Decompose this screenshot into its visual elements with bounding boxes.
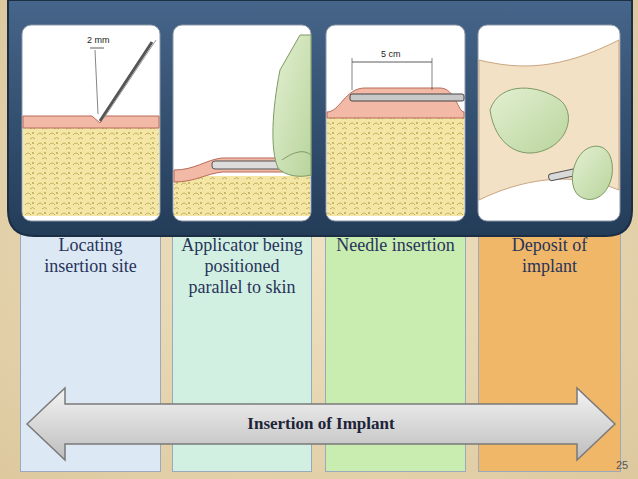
page-number: 25 — [616, 459, 628, 471]
panel-locating-site-part — [95, 50, 98, 114]
step-label: Needle insertion — [326, 235, 465, 256]
panel-deposit-implant-part — [572, 146, 612, 199]
panel-needle-insertion-part — [350, 94, 464, 101]
step-label: Locating insertion site — [21, 235, 160, 277]
panel-applicator-part — [282, 152, 311, 160]
panel-locating-site-part — [23, 116, 159, 128]
panel-applicator-part — [212, 161, 284, 169]
panel-applicator-part — [174, 176, 310, 216]
panel-locating-site-part — [104, 40, 156, 118]
panel-needle-insertion-part — [327, 112, 464, 216]
panel-deposit-implant-part — [479, 40, 619, 200]
step-label: Deposit of implant — [479, 235, 620, 277]
dimension-label: 2 mm — [87, 35, 110, 45]
double-arrow-band: Insertion of Implant — [25, 386, 617, 462]
panel-deposit-implant — [478, 25, 620, 221]
panel-applicator — [173, 25, 311, 221]
panel-locating-site-part — [90, 48, 104, 49]
panel-deposit-implant-part — [490, 88, 568, 153]
panel-needle-insertion — [326, 25, 465, 221]
panel-needle-insertion-part — [326, 25, 465, 221]
panel-locating-site-part — [23, 128, 159, 216]
dimension-label: 5 cm — [381, 49, 401, 59]
panel-needle-insertion-part — [327, 88, 464, 118]
panel-deposit-implant-part — [478, 25, 620, 221]
panel-needle-insertion-part — [352, 58, 353, 90]
panel-needle-insertion-part — [432, 58, 433, 90]
step-label: Applicator being positioned parallel to … — [173, 235, 311, 298]
panel-locating-site — [22, 25, 160, 221]
panel-locating-site-part — [22, 25, 160, 221]
panel-applicator-part — [173, 25, 311, 221]
blue-frame — [8, 0, 632, 236]
panel-needle-insertion-part — [352, 62, 432, 63]
band-label: Insertion of Implant — [25, 414, 617, 434]
panel-locating-site-part — [100, 42, 152, 121]
panel-applicator-part — [273, 35, 311, 176]
